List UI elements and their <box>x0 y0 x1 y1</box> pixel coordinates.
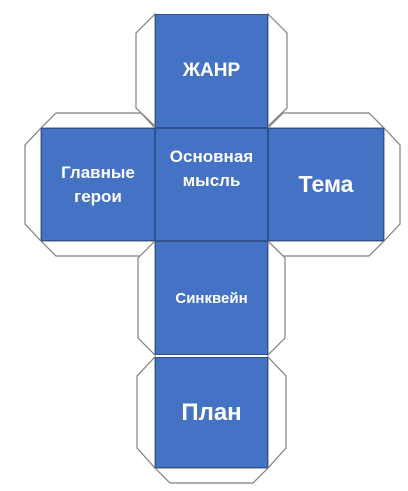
tab-left-side <box>24 126 42 243</box>
tab-right-side <box>383 126 401 243</box>
face-plan-label: План <box>181 398 242 426</box>
face-cinquain: Синквейн <box>155 241 268 355</box>
tab-right-top <box>266 112 386 129</box>
tab-bottom-end <box>153 467 270 484</box>
tab-mid-left <box>137 239 156 357</box>
tab-mid-right <box>267 239 286 357</box>
face-main-characters-line2: герои <box>74 186 122 206</box>
face-main-characters-line1: Главные <box>61 162 135 182</box>
face-plan: План <box>155 357 268 468</box>
face-genre: ЖАНР <box>155 14 268 128</box>
tab-top-left <box>135 12 156 128</box>
face-genre-label: ЖАНР <box>182 60 241 81</box>
tab-left-bottom <box>39 240 157 257</box>
face-main-idea-line1: Основная <box>169 147 254 166</box>
face-theme-label: Тема <box>298 171 354 197</box>
face-main-characters: Главные герои <box>41 128 155 241</box>
tab-bottom-left <box>136 355 156 470</box>
tab-top-right <box>267 12 288 128</box>
face-cinquain-label: Синквейн <box>175 289 248 307</box>
face-main-idea: Основная мысль <box>155 128 268 241</box>
face-main-idea-line2: мысль <box>182 171 241 190</box>
tab-right-bottom <box>266 240 386 257</box>
face-theme: Тема <box>268 128 384 241</box>
tab-left-top <box>39 112 157 129</box>
tab-bottom-right <box>267 355 287 470</box>
